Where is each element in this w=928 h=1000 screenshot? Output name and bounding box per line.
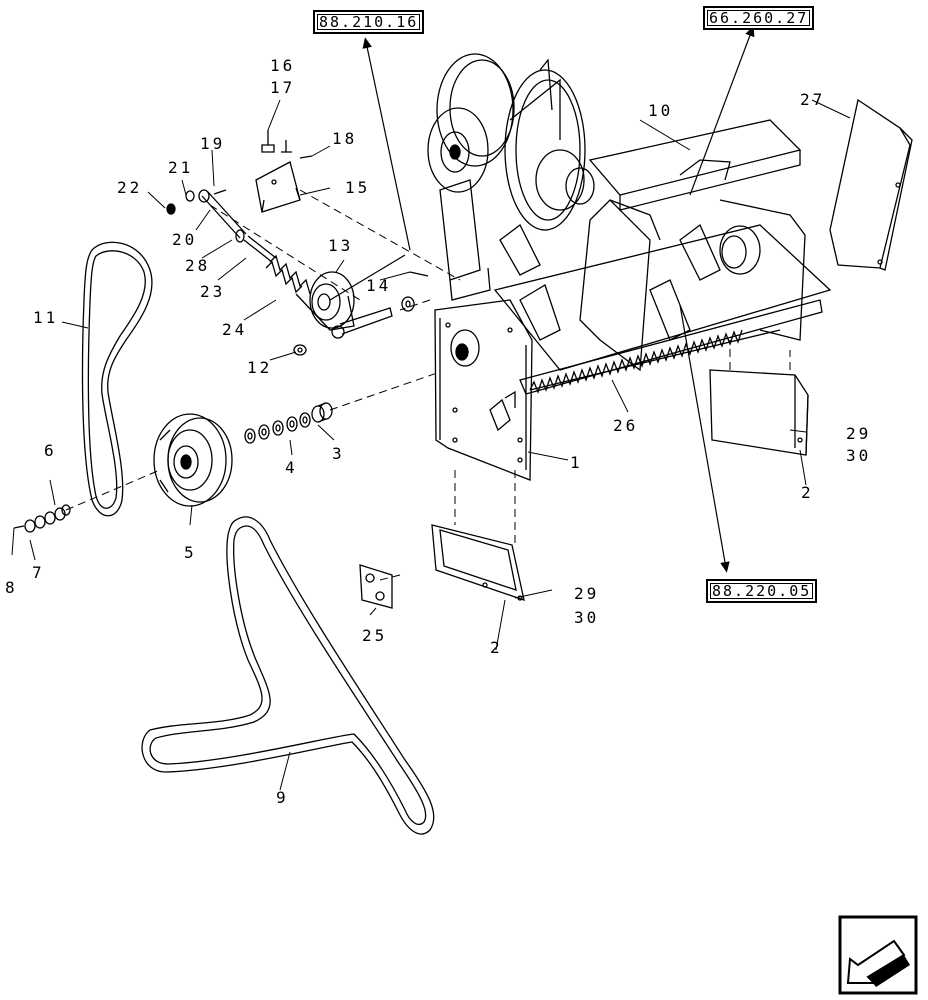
callout-14: 14 [366, 276, 392, 295]
next-page-arrow-icon[interactable] [838, 915, 918, 995]
callout-17: 17 [270, 78, 296, 97]
callout-12: 12 [247, 358, 273, 377]
callout-2-right: 2 [801, 483, 814, 502]
reference-box-66-260-27[interactable]: 66.260.27 [703, 6, 815, 30]
callout-21: 21 [168, 158, 194, 177]
cover-2-lower [431, 524, 525, 601]
idler-13 [293, 271, 429, 356]
callout-13: 13 [328, 236, 354, 255]
washers-6-7-8 [13, 504, 71, 533]
callout-7: 7 [32, 563, 45, 582]
callout-30-lower: 30 [574, 608, 600, 627]
main-frame [427, 53, 832, 481]
callout-29-right: 29 [846, 424, 872, 443]
reference-box-88-210-16[interactable]: 88.210.16 [313, 10, 425, 34]
belt-11 [81, 241, 153, 517]
reference-box-88-220-05[interactable]: 88.220.05 [706, 579, 818, 603]
callout-24: 24 [222, 320, 248, 339]
callout-30-right: 30 [846, 446, 872, 465]
callout-28: 28 [185, 256, 211, 275]
callout-9: 9 [276, 788, 289, 807]
washers-4 [244, 412, 311, 444]
callout-3: 3 [332, 444, 345, 463]
callout-15: 15 [345, 178, 371, 197]
bracket-15 [255, 130, 313, 213]
pulley-5 [153, 413, 233, 507]
callout-20: 20 [172, 230, 198, 249]
callout-18: 18 [332, 129, 358, 148]
callout-5: 5 [184, 543, 197, 562]
arrow-icon-graphic [838, 915, 918, 995]
belt-9 [141, 516, 435, 835]
callout-23: 23 [200, 282, 226, 301]
callout-10: 10 [648, 101, 674, 120]
bushing-3 [311, 402, 333, 423]
switch-25 [359, 564, 393, 609]
callout-4: 4 [285, 458, 298, 477]
callout-19: 19 [200, 134, 226, 153]
callout-29-lower: 29 [574, 584, 600, 603]
callout-25: 25 [362, 626, 388, 645]
callout-2-lower: 2 [490, 638, 503, 657]
callout-26: 26 [613, 416, 639, 435]
shield-27 [829, 98, 913, 271]
cover-2-right [709, 369, 809, 456]
callout-22: 22 [117, 178, 143, 197]
rod-assembly [166, 189, 311, 295]
callout-8: 8 [5, 578, 18, 597]
callout-1: 1 [570, 453, 583, 472]
callout-6: 6 [44, 441, 57, 460]
callout-11: 11 [33, 308, 59, 327]
callout-16: 16 [270, 56, 296, 75]
callout-27: 27 [800, 90, 826, 109]
